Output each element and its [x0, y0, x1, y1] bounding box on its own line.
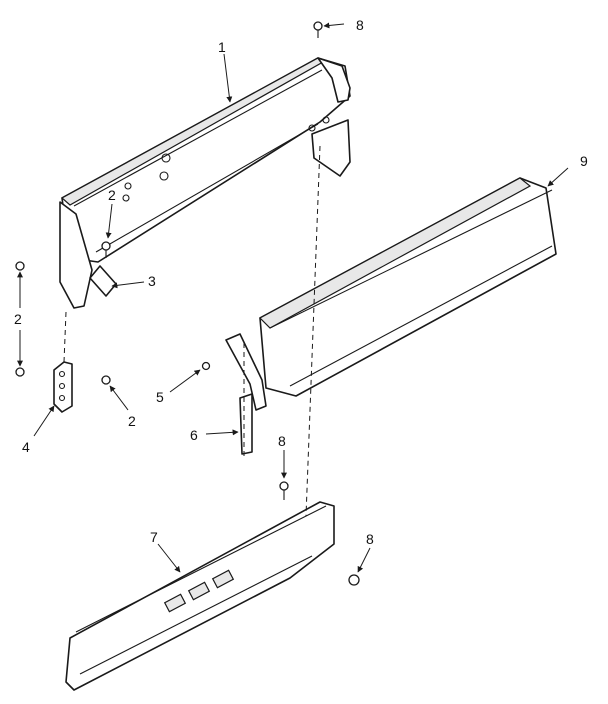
screw-icon: [15, 261, 25, 271]
leader-1: [223, 53, 233, 103]
screw-icon: [101, 241, 111, 258]
callout-3: 3: [148, 273, 156, 289]
part-6-end-bracket: [225, 333, 267, 455]
callout-2-upper: 2: [108, 187, 116, 203]
leader-2a: [105, 203, 113, 239]
screw-icon: [201, 361, 211, 371]
part-4-hinge-bracket: [53, 361, 73, 413]
leader-4: [33, 405, 55, 437]
callout-1: 1: [218, 39, 226, 55]
leader-7: [157, 543, 181, 573]
callout-8-middle: 8: [278, 433, 286, 449]
leader-5: [169, 369, 201, 393]
leader-8a: [323, 22, 345, 29]
callout-6: 6: [190, 427, 198, 443]
callout-8-lower: 8: [366, 531, 374, 547]
alignment-line-1: [305, 145, 321, 517]
leader-8c: [357, 547, 371, 573]
callout-7: 7: [150, 529, 158, 545]
leader-2c: [109, 385, 129, 411]
leader-9: [547, 167, 569, 187]
leader-3: [111, 281, 145, 289]
screw-icon: [348, 574, 360, 586]
callout-9: 9: [580, 153, 588, 169]
callout-2-right: 2: [128, 413, 136, 429]
leader-6: [205, 429, 239, 436]
screw-icon: [313, 21, 323, 38]
callout-2-left: 2: [14, 311, 22, 327]
part-7-lower-panel: [65, 501, 335, 691]
part-3-bracket: [89, 265, 117, 297]
part-1-back-panel: [59, 57, 351, 309]
screw-icon: [279, 481, 289, 500]
screw-icon: [101, 375, 111, 385]
alignment-line-2: [63, 311, 67, 363]
screw-icon: [15, 367, 25, 377]
callout-4: 4: [22, 439, 30, 455]
callout-8-top: 8: [356, 17, 364, 33]
callout-5: 5: [156, 389, 164, 405]
part-9-trim-panel: [259, 177, 557, 397]
